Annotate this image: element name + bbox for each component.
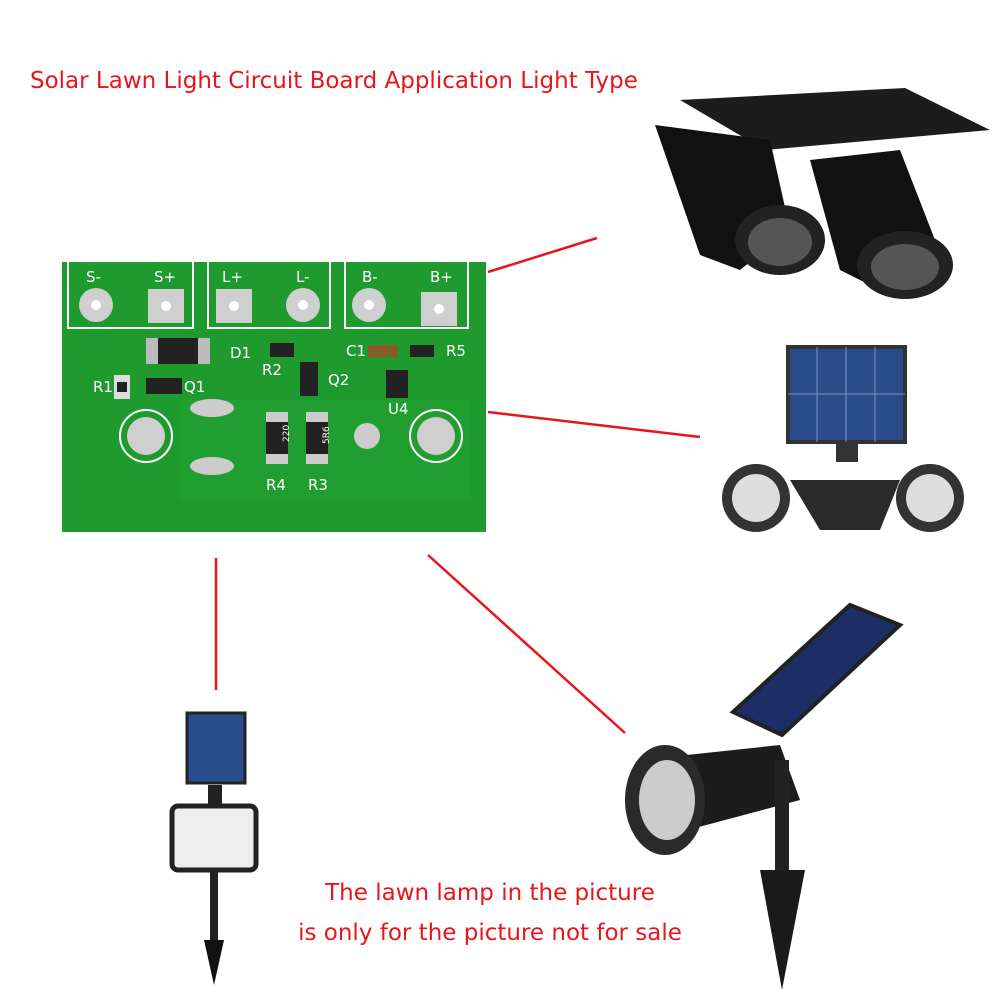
terminal-label-s-minus: S- xyxy=(86,268,101,286)
terminal-label-l-minus: L- xyxy=(296,268,310,286)
connector-lines xyxy=(214,236,701,734)
connector-line-dual-head-light xyxy=(487,410,701,439)
label-r5: R5 xyxy=(446,342,466,360)
terminal-label-l-plus: L+ xyxy=(222,268,243,286)
label-c1: C1 xyxy=(346,342,366,360)
label-q1: Q1 xyxy=(184,378,205,396)
terminal-label-s-plus: S+ xyxy=(154,268,176,286)
panel-floodlight-image xyxy=(169,711,259,985)
terminal-label-b-plus: B+ xyxy=(430,268,453,286)
label-r2: R2 xyxy=(262,361,282,379)
label-r4: R4 xyxy=(266,476,286,494)
r4-marking: 220 xyxy=(282,425,292,442)
label-u4: U4 xyxy=(388,400,409,418)
circuit-board: 220 5R6 S- S+ L+ L- B- B+ D1 R1 Q1 R2 Q2… xyxy=(62,262,486,532)
label-d1: D1 xyxy=(230,344,251,362)
terminal-label-b-minus: B- xyxy=(362,268,378,286)
spike-spotlight-image xyxy=(625,602,904,990)
twin-spotlight-lamp-image xyxy=(655,88,990,299)
connector-line-spike-spotlight xyxy=(427,554,626,734)
dual-head-solar-light-image xyxy=(722,345,964,532)
label-r1: R1 xyxy=(93,378,113,396)
disclaimer-line-2: is only for the picture not for sale xyxy=(298,920,682,946)
label-r3: R3 xyxy=(308,476,328,494)
r3-marking: 5R6 xyxy=(322,426,332,444)
disclaimer-line-1: The lawn lamp in the picture xyxy=(325,880,655,906)
connector-line-twin-spotlight xyxy=(487,236,598,274)
diagram-title: Solar Lawn Light Circuit Board Applicati… xyxy=(30,68,638,94)
label-q2: Q2 xyxy=(328,371,349,389)
